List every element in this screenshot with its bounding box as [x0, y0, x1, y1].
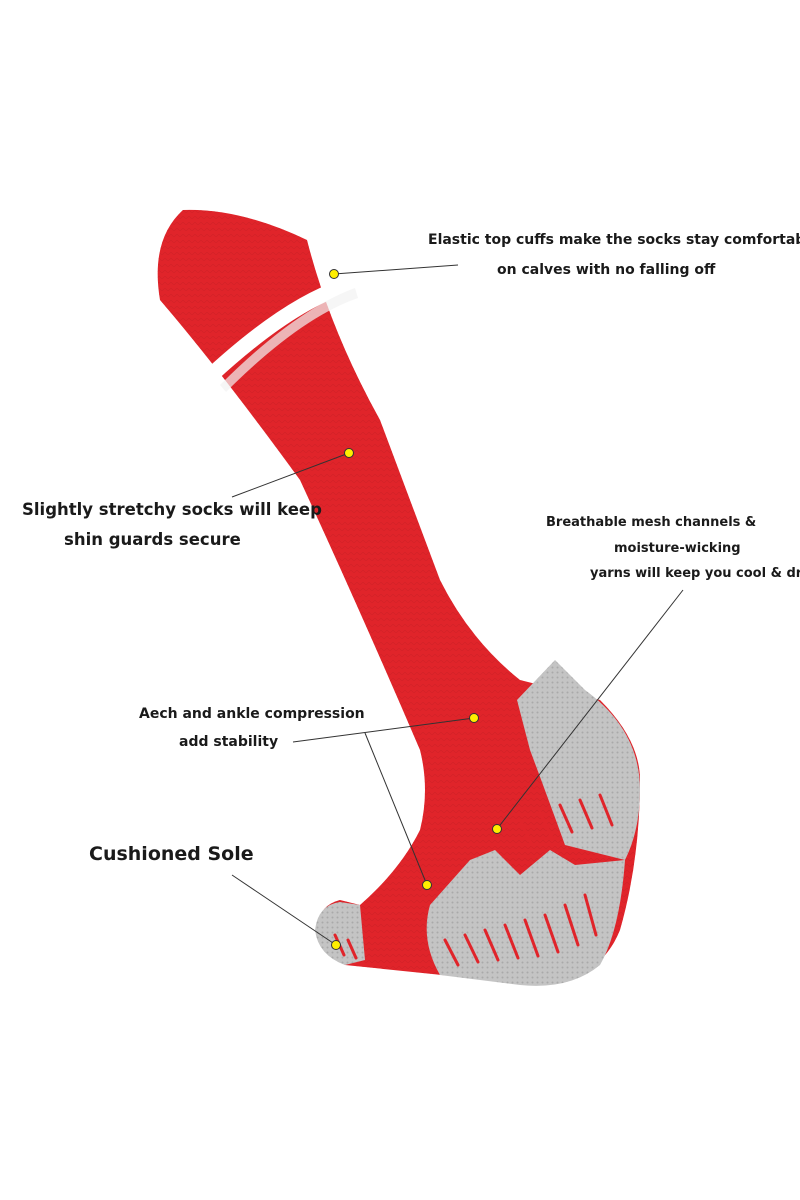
callout-markers [329, 269, 502, 950]
sole-chevrons [333, 793, 614, 967]
sole-callout: Cushioned Sole [89, 843, 254, 865]
cuff-stripe [200, 280, 348, 385]
cuff-callout-line2: on calves with no falling off [497, 262, 716, 278]
mesh-callout-line1: Breathable mesh channels & [546, 515, 757, 530]
stretch-callout-line1: Slightly stretchy socks will keep [22, 500, 322, 519]
mesh-callout-line3: yarns will keep you cool & dry [590, 566, 800, 581]
arch-callout-line1: Aech and ankle compression [139, 706, 365, 722]
sock-sole [426, 850, 625, 986]
arch-callout-line2: add stability [179, 734, 279, 750]
sock-toe [315, 902, 365, 965]
stretch-callout-line2: shin guards secure [64, 530, 241, 549]
sock-heel [517, 660, 640, 860]
mesh-callout-line2: moisture-wicking [614, 541, 741, 556]
cuff-callout-line1: Elastic top cuffs make the socks stay co… [428, 232, 800, 248]
cuff-stripe-2 [220, 288, 358, 392]
